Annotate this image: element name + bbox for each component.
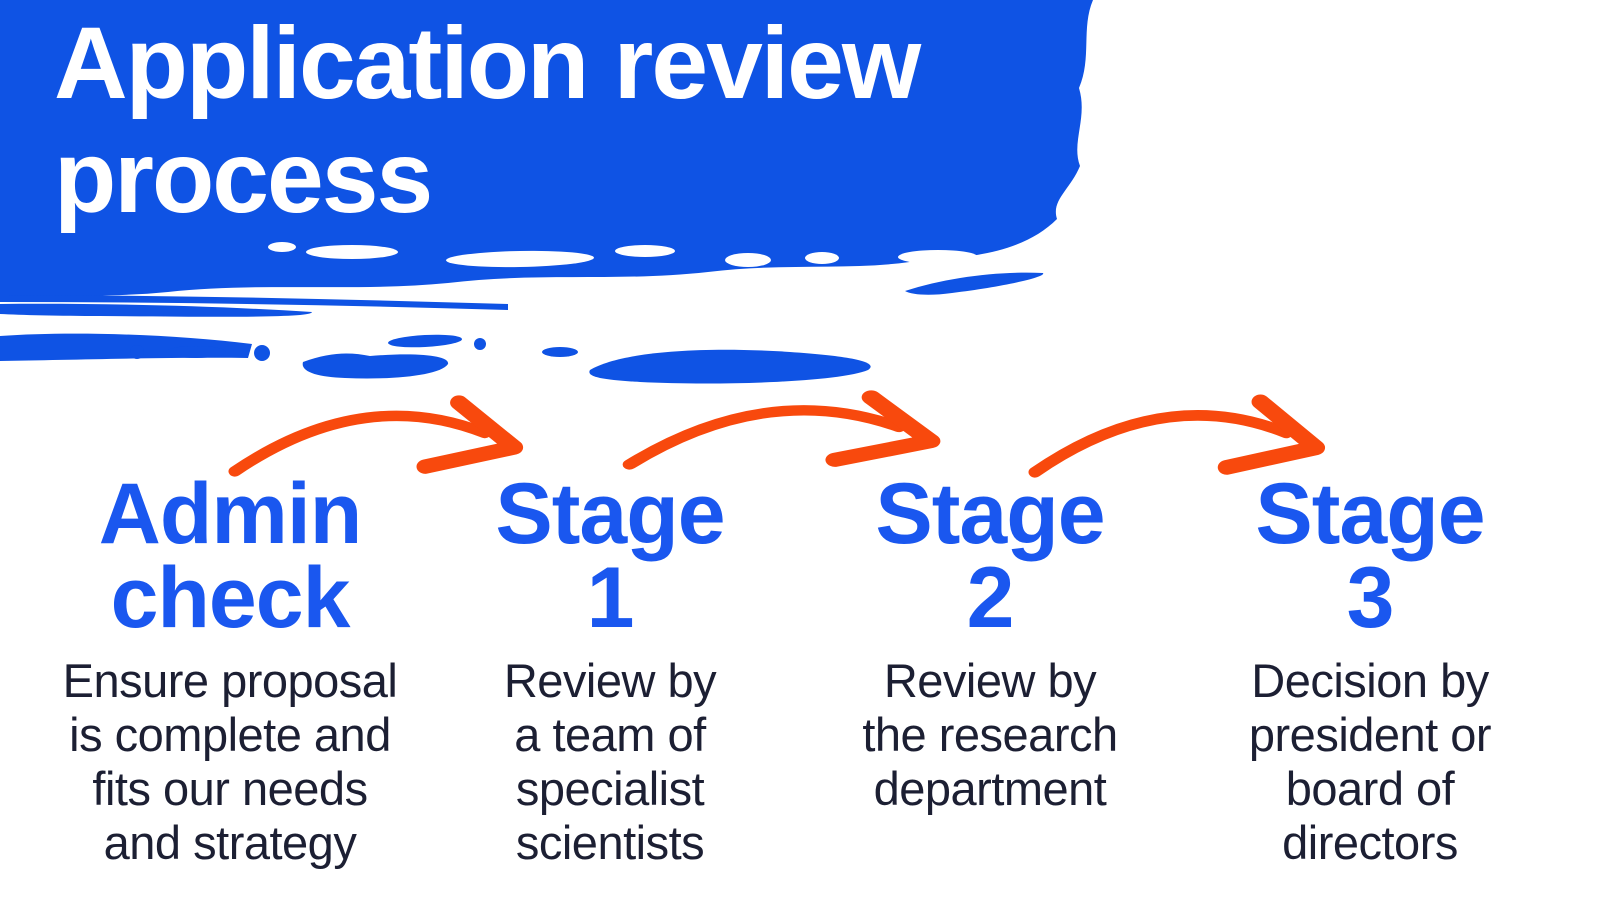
curved-arrow-icon xyxy=(622,390,941,470)
stage-title: Stage 3 xyxy=(1255,466,1485,646)
header-banner: Application review process xyxy=(0,0,1600,390)
stage-title: Admin check xyxy=(98,466,363,646)
stages-row: Admin check Ensure proposal is complete … xyxy=(40,466,1560,870)
stage-column-stage-1: Stage 1 Review by a team of specialist s… xyxy=(420,466,800,870)
page-title: Application review process xyxy=(54,6,921,234)
stage-title: Stage 1 xyxy=(495,466,725,646)
stage-title: Stage 2 xyxy=(875,466,1105,646)
stage-description: Review by a team of specialist scientist… xyxy=(503,654,717,869)
curved-arrow-icon xyxy=(228,395,524,477)
brush-stroke-icon xyxy=(0,0,1093,384)
stage-column-admin-check: Admin check Ensure proposal is complete … xyxy=(40,466,420,870)
curved-arrow-icon xyxy=(1028,394,1326,478)
stage-description: Decision by president or board of direct… xyxy=(1248,654,1492,869)
stage-description: Ensure proposal is complete and fits our… xyxy=(62,654,398,869)
stage-column-stage-3: Stage 3 Decision by president or board o… xyxy=(1180,466,1560,870)
stage-column-stage-2: Stage 2 Review by the research departmen… xyxy=(800,466,1180,870)
stage-description: Review by the research department xyxy=(862,654,1118,815)
